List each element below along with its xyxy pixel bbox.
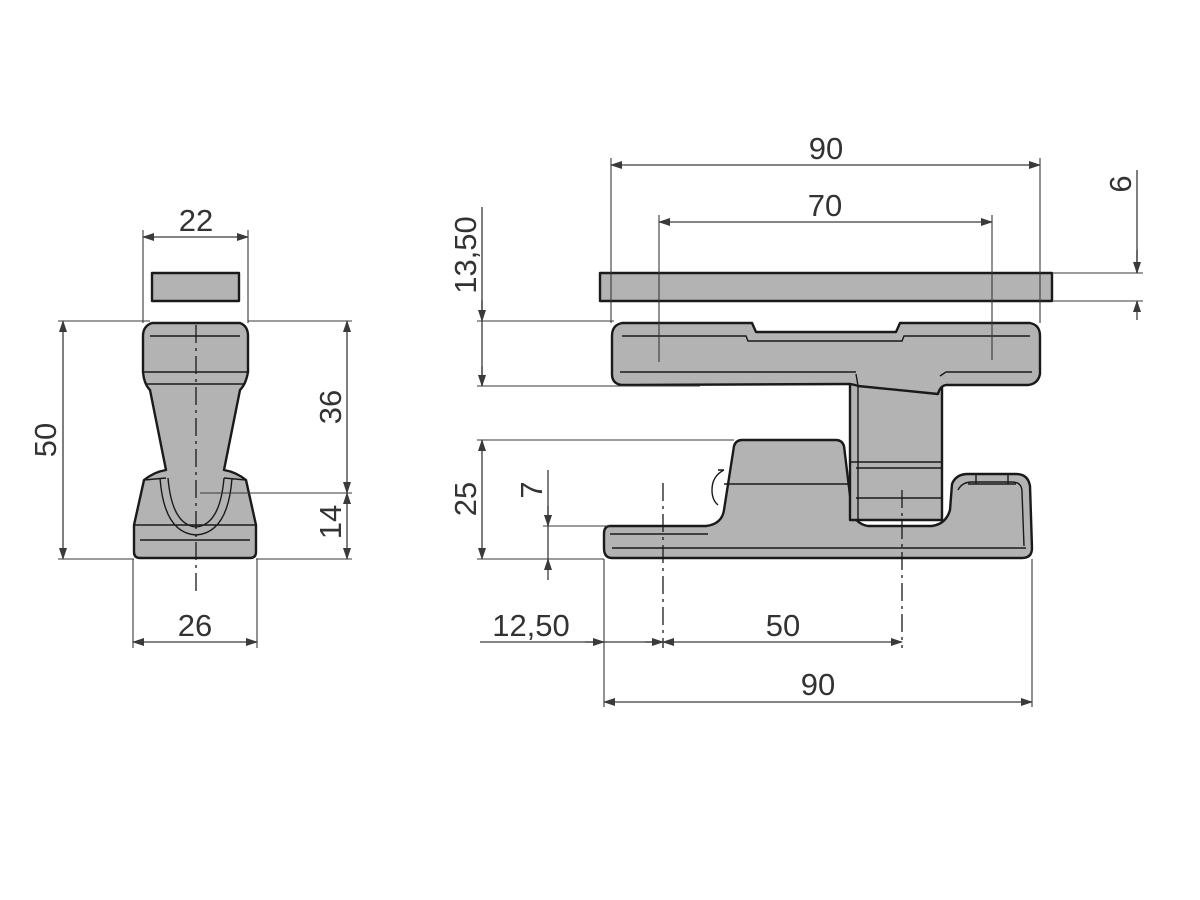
front-view: 90 70 6 13,50 25 7	[448, 131, 1143, 707]
dim-label-13-50: 13,50	[448, 216, 483, 294]
dim-label-7: 7	[514, 481, 549, 498]
dim-label-12-50: 12,50	[492, 608, 570, 643]
dim-label-22: 22	[179, 203, 213, 238]
dim-label-25: 25	[448, 482, 483, 516]
side-body	[132, 321, 258, 560]
side-plate-section	[150, 271, 241, 303]
dim-label-6: 6	[1103, 175, 1138, 192]
front-plate	[598, 271, 1054, 303]
front-base-edges	[610, 469, 1026, 549]
dim-label-90-bottom: 90	[801, 667, 835, 702]
dim-label-36: 36	[313, 390, 348, 424]
dim-label-70: 70	[808, 188, 842, 223]
front-base	[602, 438, 1034, 560]
front-stem-edges	[850, 380, 942, 520]
front-stem	[848, 378, 944, 522]
dim-label-14: 14	[313, 505, 348, 539]
dim-label-90-top: 90	[809, 131, 843, 166]
dim-label-50-bottom: 50	[766, 608, 800, 643]
side-view: 22 50 36 14 26	[28, 203, 352, 648]
front-handle	[610, 321, 1042, 396]
dim-label-50: 50	[28, 423, 63, 457]
front-handle-edges	[620, 335, 1032, 387]
dim-label-26: 26	[178, 608, 212, 643]
